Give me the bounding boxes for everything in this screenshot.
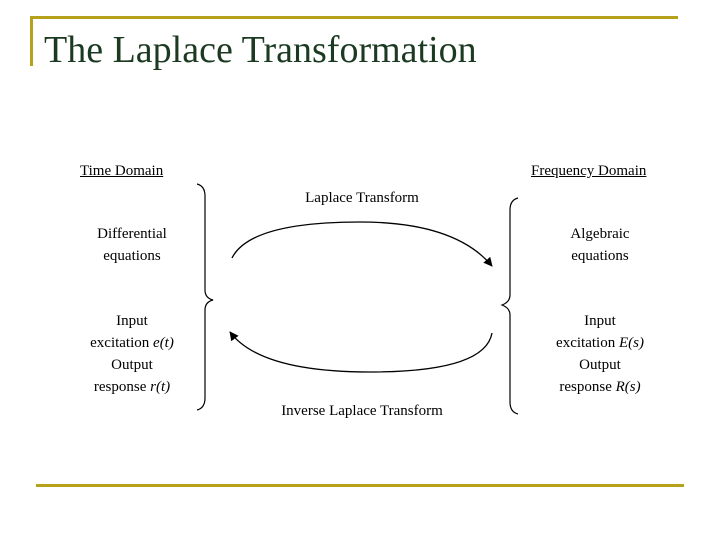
freq-top-line1: Algebraic — [570, 226, 630, 242]
time-input-var: e(t) — [153, 335, 174, 351]
time-output-var: r(t) — [150, 379, 171, 395]
frequency-domain-equations: Algebraic equations — [530, 223, 670, 267]
time-domain-brace — [196, 183, 214, 411]
frequency-domain-signals: Input excitation E(s) Output response R(… — [530, 310, 670, 398]
time-bottom-line2: excitation e(t) — [62, 332, 202, 354]
top-accent-line — [30, 16, 678, 19]
freq-output-var: R(s) — [615, 379, 641, 395]
time-bottom-line3: Output — [111, 357, 153, 373]
freq-bottom-line4: response R(s) — [530, 376, 670, 398]
time-input-text: excitation — [90, 335, 154, 351]
time-top-line2: equations — [103, 248, 161, 264]
time-top-line1: Differential — [97, 226, 167, 242]
forward-transform-arrow — [231, 221, 493, 267]
time-bottom-line1: Input — [116, 313, 148, 329]
time-output-text: response — [93, 379, 151, 395]
freq-bottom-line1: Input — [584, 313, 616, 329]
freq-bottom-line2: excitation E(s) — [530, 332, 670, 354]
freq-input-var: E(s) — [618, 335, 644, 351]
freq-bottom-line3: Output — [579, 357, 621, 373]
laplace-transform-label: Laplace Transform — [305, 190, 419, 206]
freq-top-line2: equations — [571, 248, 629, 264]
freq-output-text: response — [559, 379, 616, 395]
frequency-domain-heading: Frequency Domain — [531, 163, 647, 179]
bottom-accent-line — [36, 484, 684, 487]
slide-title: The Laplace Transformation — [44, 29, 477, 71]
time-domain-signals: Input excitation e(t) Output response r(… — [62, 310, 202, 398]
left-accent-line — [30, 16, 33, 66]
time-domain-heading: Time Domain — [80, 163, 164, 179]
time-bottom-line4: response r(t) — [62, 376, 202, 398]
frequency-domain-brace — [500, 197, 519, 415]
inverse-laplace-transform-label: Inverse Laplace Transform — [281, 403, 443, 419]
inverse-transform-arrow — [229, 331, 493, 373]
time-domain-equations: Differential equations — [62, 223, 202, 267]
freq-input-text: excitation — [556, 335, 619, 351]
